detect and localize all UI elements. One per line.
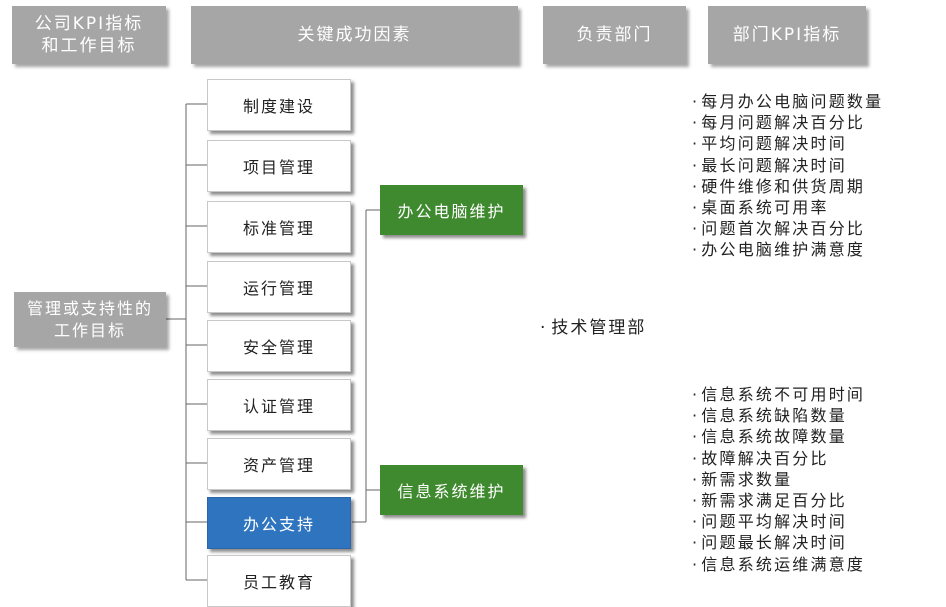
kpi-item: 信息系统运维满意度 <box>692 554 865 575</box>
header-responsible-department: 负责部门 <box>543 6 686 64</box>
kpi-item: 信息系统不可用时间 <box>692 384 865 405</box>
kpi-item: 信息系统缺陷数量 <box>692 405 865 426</box>
factor-box: 项目管理 <box>207 140 351 192</box>
factor-box: 员工教育 <box>207 555 351 607</box>
factor-box: 运行管理 <box>207 261 351 313</box>
header-key-success-factors: 关键成功因素 <box>191 6 518 64</box>
factor-box: 标准管理 <box>207 201 351 253</box>
kpi-item: 信息系统故障数量 <box>692 426 865 447</box>
kpi-item: 新需求数量 <box>692 469 865 490</box>
kpi-item: 最长问题解决时间 <box>692 155 883 176</box>
factor-box: 制度建设 <box>207 79 351 131</box>
goal-box: 管理或支持性的 工作目标 <box>14 292 166 347</box>
group-office-pc-maintenance: 办公电脑维护 <box>380 185 523 235</box>
kpi-item: 问题最长解决时间 <box>692 532 865 553</box>
factor-box: 认证管理 <box>207 379 351 431</box>
kpi-item: 平均问题解决时间 <box>692 133 883 154</box>
department-label: 技术管理部 <box>540 313 646 338</box>
factor-box: 安全管理 <box>207 320 351 372</box>
header-company-kpi: 公司KPI指标 和工作目标 <box>12 6 166 64</box>
kpi-item: 办公电脑维护满意度 <box>692 239 883 260</box>
factor-box: 资产管理 <box>207 438 351 490</box>
kpi-item: 桌面系统可用率 <box>692 197 883 218</box>
kpi-item: 每月问题解决百分比 <box>692 112 883 133</box>
kpi-item: 故障解决百分比 <box>692 448 865 469</box>
header-department-kpi: 部门KPI指标 <box>708 6 866 64</box>
group-info-system-maintenance: 信息系统维护 <box>380 465 523 515</box>
kpi-list-office: 每月办公电脑问题数量 每月问题解决百分比 平均问题解决时间 最长问题解决时间 硬… <box>692 91 883 261</box>
kpi-item: 问题平均解决时间 <box>692 511 865 532</box>
kpi-item: 问题首次解决百分比 <box>692 218 883 239</box>
factor-box-selected: 办公支持 <box>207 497 351 549</box>
kpi-item: 每月办公电脑问题数量 <box>692 91 883 112</box>
kpi-item: 硬件维修和供货周期 <box>692 176 883 197</box>
kpi-item: 新需求满足百分比 <box>692 490 865 511</box>
kpi-list-system: 信息系统不可用时间 信息系统缺陷数量 信息系统故障数量 故障解决百分比 新需求数… <box>692 384 865 575</box>
